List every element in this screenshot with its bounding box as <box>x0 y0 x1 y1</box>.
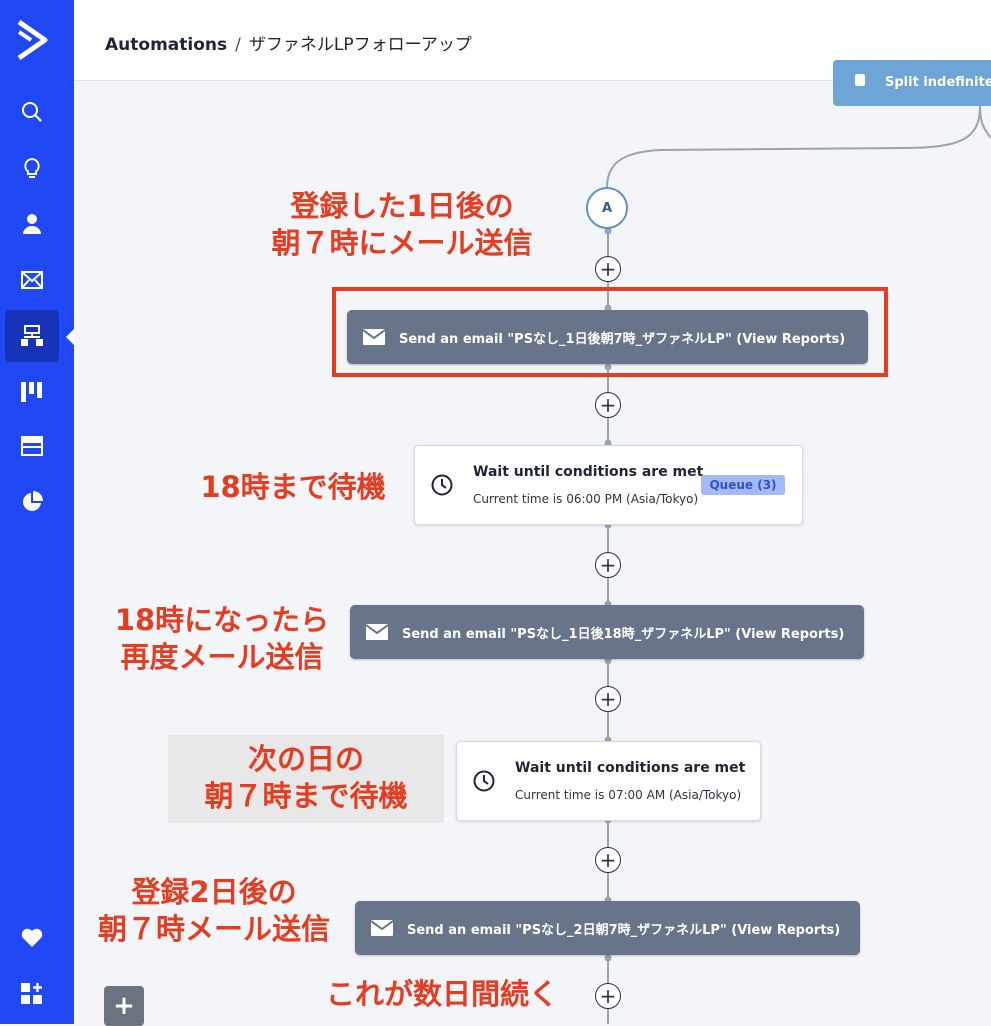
wait-step-title: Wait until conditions are met <box>473 464 704 480</box>
apps-icon <box>21 983 42 1004</box>
email-step-label: Send an email "PSなし_1日後朝7時_ザファネルLP" (Vie… <box>399 331 846 347</box>
wait-step-subtitle: Current time is 06:00 PM (Asia/Tokyo) <box>473 492 699 506</box>
add-step-button[interactable]: + <box>595 847 621 873</box>
annotation-line: 登録2日後の <box>131 875 297 909</box>
annotation-background <box>168 735 444 823</box>
clock-icon <box>473 770 495 792</box>
annotation-line: 18時になったら <box>114 603 330 637</box>
add-step-button[interactable]: + <box>595 392 621 418</box>
sidebar <box>0 0 75 1024</box>
annotation-line: 再度メール送信 <box>120 640 324 674</box>
search-icon <box>22 102 42 122</box>
annotation-line: 登録した1日後の <box>290 189 514 223</box>
sidebar-item-ideas[interactable] <box>5 142 59 194</box>
active-caret <box>66 328 75 346</box>
automation-title[interactable]: ザファネルLPフォローアップ <box>248 35 472 55</box>
add-step-button[interactable]: + <box>595 552 621 578</box>
sidebar-item-apps[interactable] <box>5 968 59 1020</box>
wait-condition-step[interactable]: Wait until conditions are met Current ti… <box>456 741 761 821</box>
sidebar-item-automations[interactable] <box>5 310 59 362</box>
wait-condition-step[interactable]: Wait until conditions are met Current ti… <box>414 445 803 525</box>
sidebar-item-campaigns[interactable] <box>5 254 59 306</box>
website-icon <box>21 436 43 456</box>
add-step-button[interactable]: + <box>595 983 621 1009</box>
email-step-label: Send an email "PSなし_2日朝7時_ザファネルLP" (View… <box>407 922 841 938</box>
annotation-line: 朝７時にメール送信 <box>271 226 533 260</box>
plus-icon: + <box>599 983 617 1008</box>
annotation-line: これが数日間続く <box>325 977 558 1011</box>
add-step-button[interactable]: + <box>595 686 621 712</box>
pipeline-icon <box>21 382 42 402</box>
annotation-next-day-wait: 次の日の 朝７時まで待機 <box>168 741 444 815</box>
lightbulb-icon <box>24 157 40 178</box>
branch-a-node[interactable]: A <box>586 187 628 229</box>
wait-step-title: Wait until conditions are met <box>515 760 746 776</box>
sidebar-item-website[interactable] <box>5 420 59 472</box>
envelope-icon <box>363 329 385 345</box>
split-icon <box>855 74 865 86</box>
send-email-step[interactable]: Send an email "PSなし_2日朝7時_ザファネルLP" (View… <box>355 901 860 955</box>
sidebar-item-reports[interactable] <box>5 476 59 528</box>
email-step-label: Send an email "PSなし_1日後18時_ザファネルLP" (Vie… <box>402 626 845 642</box>
highlight-box <box>332 287 888 377</box>
automations-icon <box>21 325 43 346</box>
breadcrumb-separator: / <box>235 35 241 55</box>
plus-icon: + <box>599 686 617 711</box>
sidebar-item-contacts[interactable] <box>5 198 59 250</box>
annotation-line: 次の日の <box>247 742 364 776</box>
annotation-continues: これが数日間続く <box>306 976 578 1013</box>
envelope-icon <box>371 920 393 936</box>
sidebar-item-favorites[interactable] <box>5 912 59 964</box>
activecampaign-logo-icon[interactable] <box>15 18 49 62</box>
campaigns-envelope-icon <box>21 271 43 289</box>
heart-icon <box>21 928 43 947</box>
envelope-icon <box>366 624 388 640</box>
sidebar-item-search[interactable] <box>5 86 59 138</box>
annotation-resend: 18時になったら 再度メール送信 <box>100 602 344 676</box>
annotation-wait-18: 18時まで待機 <box>188 469 398 506</box>
send-email-step[interactable]: Send an email "PSなし_1日後18時_ザファネルLP" (Vie… <box>350 605 864 659</box>
plus-icon: + <box>599 392 617 417</box>
send-email-step[interactable]: Send an email "PSなし_1日後朝7時_ザファネルLP" (Vie… <box>347 310 868 364</box>
plus-icon: + <box>599 256 617 281</box>
sidebar-item-deals[interactable] <box>5 366 59 418</box>
add-step-button[interactable]: + <box>595 256 621 282</box>
plus-icon: + <box>599 847 617 872</box>
annotation-line: 朝７時メール送信 <box>97 912 330 946</box>
split-node[interactable]: Split indefinite <box>833 60 991 106</box>
annotation-line: 18時まで待機 <box>200 470 386 504</box>
plus-icon: + <box>113 991 135 1021</box>
branch-label: A <box>601 200 613 216</box>
reports-pie-icon <box>23 491 43 511</box>
breadcrumb-automations-link[interactable]: Automations <box>105 35 228 55</box>
wait-step-subtitle: Current time is 07:00 AM (Asia/Tokyo) <box>515 788 742 802</box>
canvas-add-button[interactable]: + <box>104 986 144 1026</box>
annotation-second-day-email: 登録2日後の 朝７時メール送信 <box>78 874 350 948</box>
queue-badge[interactable]: Queue (3) <box>701 475 785 495</box>
split-node-label: Split indefinite <box>885 75 991 90</box>
breadcrumb: Automations / ザファネルLPフォローアップ <box>105 30 472 55</box>
annotation-line: 朝７時まで待機 <box>204 779 408 813</box>
annotation-first-email: 登録した1日後の 朝７時にメール送信 <box>250 188 554 262</box>
contacts-icon <box>23 214 41 234</box>
plus-icon: + <box>599 552 617 577</box>
clock-icon <box>431 474 453 496</box>
